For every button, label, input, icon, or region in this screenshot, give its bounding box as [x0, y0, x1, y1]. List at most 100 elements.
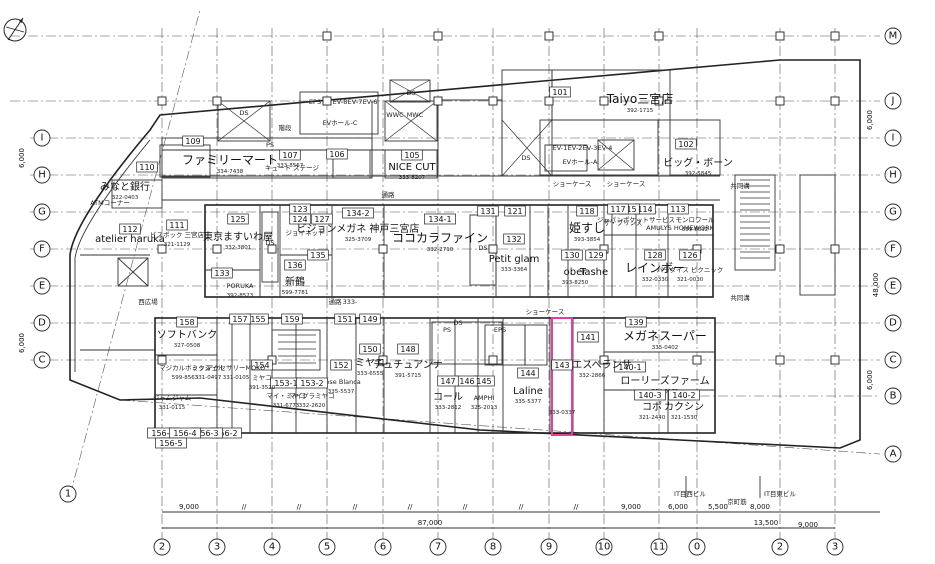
room-number: 105 — [404, 151, 419, 160]
label-ds-5: DS — [478, 244, 487, 252]
dim-mark-4: // — [297, 503, 302, 511]
structural-columns — [157, 31, 840, 365]
dim-s3: 6,000 — [668, 503, 688, 511]
room-number: 153-2 — [300, 379, 323, 388]
room-number: 152 — [333, 361, 348, 370]
grid-bubble-right-A: A — [884, 445, 902, 463]
room-143[interactable]: 143 333-0337 — [549, 359, 576, 416]
dim-s5: 8,000 — [750, 503, 770, 511]
label-ev1: EV-1 — [553, 144, 568, 152]
grid-bubble-9: 9 — [540, 538, 558, 556]
svg-text:3: 3 — [832, 542, 838, 553]
dim-bottom-total: 87,000 — [418, 519, 443, 527]
room-106[interactable]: 106 — [326, 148, 348, 160]
grid-bubble-right-D: D — [884, 314, 902, 332]
label-cute-stage: キュート ステージ — [265, 164, 319, 172]
room-name: アクセサリーMOKO — [207, 364, 265, 372]
room-number: 140-2 — [672, 391, 695, 400]
room-phone: 334-7438 — [217, 169, 244, 175]
grid-bubble-1: 1 — [59, 485, 77, 503]
room-number: 144 — [520, 369, 535, 378]
room-name: ミッシェル — [192, 364, 225, 372]
lower-block — [154, 317, 716, 436]
room-123[interactable]: 123 — [289, 203, 311, 215]
room-phone: 332-2620 — [299, 403, 326, 409]
label-evhall-a: EVホール-A — [563, 158, 598, 166]
room-number: 127 — [314, 215, 329, 224]
room-156-5[interactable]: 156-5 — [155, 437, 187, 449]
room-135[interactable]: 135 — [307, 249, 329, 261]
building-outline — [69, 59, 861, 449]
room-127[interactable]: 127 — [311, 213, 333, 225]
room-151[interactable]: 151 — [334, 313, 356, 325]
room-name: ファミリーマート — [182, 153, 278, 167]
grid-bubble-6: 6 — [374, 538, 392, 556]
room-146[interactable]: 146 — [456, 375, 478, 387]
room-155[interactable]: 155 — [247, 313, 269, 325]
svg-text:2: 2 — [777, 542, 783, 553]
room-phone: 392-5845 — [685, 171, 712, 177]
dim-left-top: 6,000 — [18, 148, 26, 168]
grid-bubble-left-H: H — [33, 166, 51, 184]
label-ps-mid: PS — [443, 326, 451, 334]
room-149[interactable]: 149 — [359, 313, 381, 325]
room-159[interactable]: 159GINTEX — [0, 0, 303, 325]
grid-bubble-right-J: J — [884, 92, 902, 110]
label-ds-6: DS — [453, 319, 462, 327]
room-153-2[interactable]: 153-2 マイグラミヤコ 332-2620 — [289, 377, 335, 409]
room-phone: 333-0337 — [549, 410, 576, 416]
dim-right-bottom: 6,000 — [866, 370, 874, 390]
room-131[interactable]: 131 — [477, 205, 499, 217]
label-ev4: EV-4 — [598, 144, 613, 152]
room-name: パラダイス ピクニック — [657, 265, 724, 274]
label-kyodo-1: 共同溝 — [730, 181, 750, 190]
dim-s2: 9,000 — [621, 503, 641, 511]
label-eps-mid: EPS — [494, 326, 506, 334]
room-name: AMPHI — [474, 394, 495, 402]
svg-text:3: 3 — [214, 542, 220, 553]
room-157[interactable]: 157 — [229, 313, 251, 325]
room-number: 143 — [554, 361, 569, 370]
svg-text:F: F — [39, 244, 45, 255]
room-name: ビジョンメガネ 神戸三宮店 — [297, 222, 420, 235]
label-ps-top: PS — [266, 141, 274, 149]
label-evhall-c: EVホール-C — [323, 119, 358, 127]
room-121[interactable]: 121 — [504, 205, 526, 217]
room-name: マイグラミヤコ — [289, 391, 334, 400]
static-labels: 通路 通路 西広場 ショーケース ショーケース ショーケース 共同溝 共同溝 E… — [90, 89, 750, 334]
room-phone: 327-0508 — [174, 343, 201, 349]
